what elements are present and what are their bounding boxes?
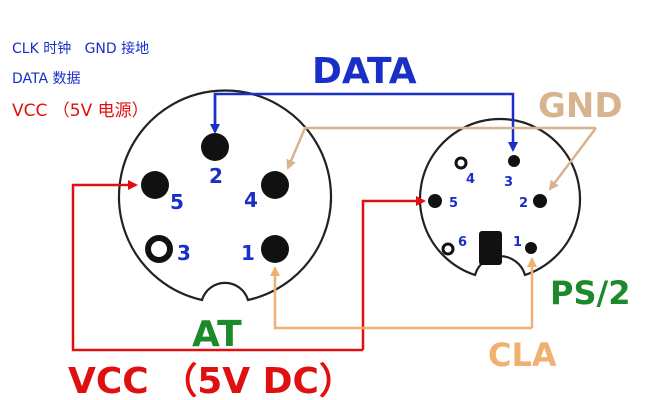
gnd-wire: [286, 126, 596, 170]
ps2-pin-5: [428, 194, 442, 208]
at-pin-4: [261, 171, 289, 199]
cla-label: CLA: [488, 336, 557, 374]
legend-clk-gnd: CLK 时钟 GND 接地: [12, 38, 149, 58]
data-label: DATA: [312, 51, 417, 92]
at-label: AT: [192, 314, 242, 355]
at-pin-3-label: 3: [177, 241, 191, 265]
at-pin-2: [201, 133, 229, 161]
legend-clk: CLK 时钟: [12, 41, 72, 57]
ps2-pin-2-label: 2: [519, 196, 528, 211]
ps2-label: PS/2: [550, 274, 630, 312]
at-pin-5-label: 5: [170, 190, 184, 214]
at-pin-1-label: 1: [241, 241, 255, 265]
at-pin-5: [141, 171, 169, 199]
ps2-pin-6-label: 6: [458, 235, 467, 250]
ps2-pin-3: [508, 155, 520, 167]
vcc-wire-at: [71, 180, 363, 352]
ps2-pin-6: [441, 242, 455, 256]
ps2-pin-2: [533, 194, 547, 208]
at-pin-1: [261, 235, 289, 263]
ps2-pin-3-label: 3: [504, 175, 513, 190]
at-pin-2-label: 2: [209, 164, 223, 188]
ps2-pin-4: [454, 156, 468, 170]
ps2-pin-5-label: 5: [449, 196, 458, 211]
gnd-label: GND: [538, 86, 623, 126]
gnd-wire-ps2: [548, 127, 597, 191]
ps2-pin-4-label: 4: [466, 172, 475, 187]
vcc-wire-ps2: [361, 196, 426, 350]
cla-wire-at: [270, 266, 532, 330]
at-pin-4-label: 4: [244, 188, 258, 212]
legend-gnd: GND 接地: [84, 41, 150, 57]
ps2-pin-1-label: 1: [513, 235, 522, 250]
legend-data: DATA 数据: [12, 71, 81, 87]
legend-vcc: VCC （5V 电源）: [12, 101, 149, 121]
at-pin-3: [145, 235, 173, 263]
ps2-key: [479, 231, 502, 265]
ps2-pin-1: [525, 242, 537, 254]
vcc-label: VCC （5V DC）: [68, 361, 355, 400]
